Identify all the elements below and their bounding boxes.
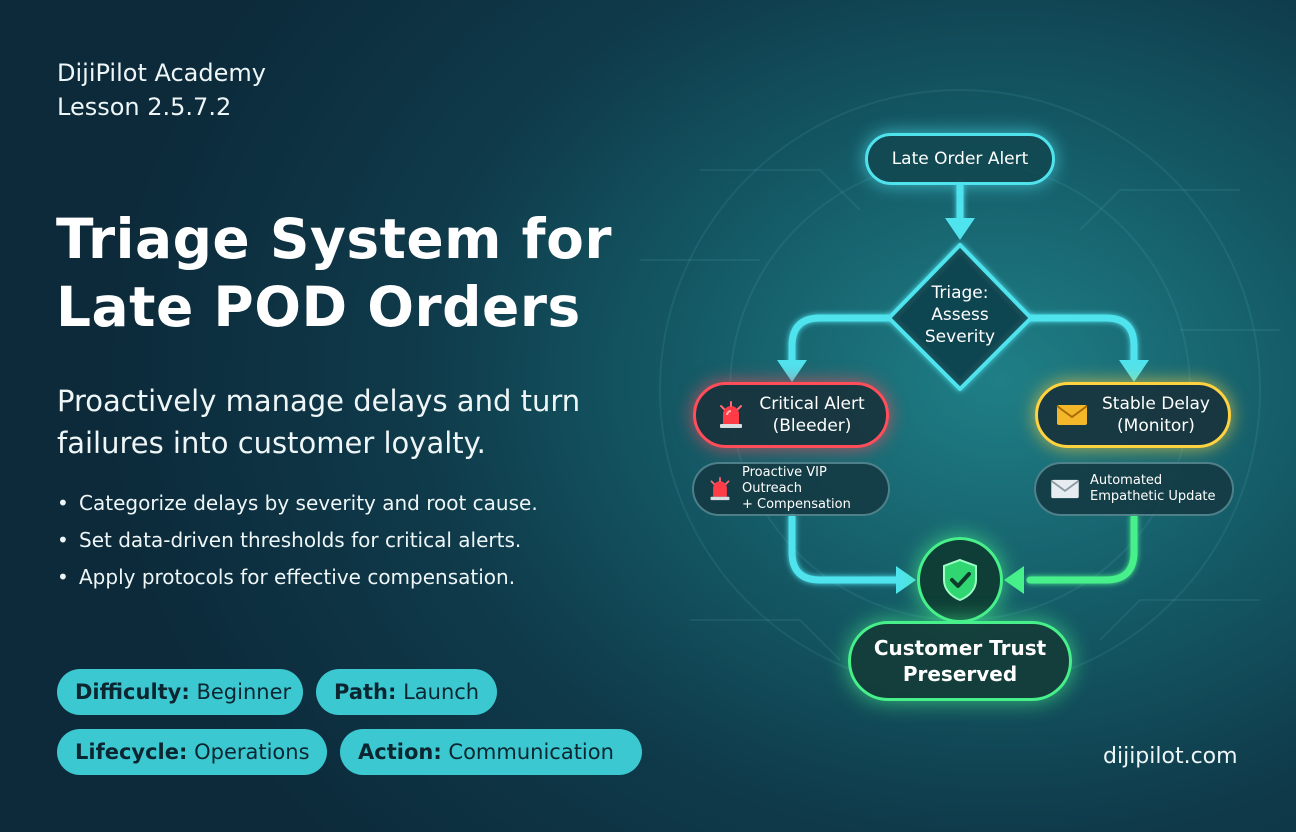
title-line-1: Triage System for <box>56 207 612 271</box>
objective-item: Categorize delays by severity and root c… <box>57 485 538 522</box>
tag-lifecycle: Lifecycle: Operations <box>57 729 327 775</box>
shield-check-icon <box>943 558 977 602</box>
tag-key: Action: <box>358 740 442 764</box>
connector-auto-end <box>1026 513 1138 584</box>
envelope-icon <box>1050 479 1080 499</box>
objectives-list: Categorize delays by severity and root c… <box>57 485 538 596</box>
tag-value: Launch <box>403 680 480 704</box>
vip-line-2: + Compensation <box>742 497 851 512</box>
title-line-2: Late POD Orders <box>56 275 581 339</box>
tag-value: Operations <box>194 740 310 764</box>
connector-vip-end <box>788 513 904 584</box>
critical-line-2: (Bleeder) <box>772 416 852 436</box>
node-critical-alert: Critical Alert (Bleeder) <box>693 382 889 448</box>
critical-line-1: Critical Alert <box>759 394 865 414</box>
vip-line-1: Proactive VIP Outreach <box>742 465 827 496</box>
node-late-order-alert: Late Order Alert <box>865 133 1055 185</box>
node-customer-trust: Customer Trust Preserved <box>848 621 1072 701</box>
site-url: dijipilot.com <box>1103 744 1238 769</box>
arrowhead <box>1119 360 1149 382</box>
objective-item: Apply protocols for effective compensati… <box>57 559 538 596</box>
connector-triage-critical <box>788 314 894 372</box>
academy-name: DijiPilot Academy <box>57 59 266 87</box>
arrowheads <box>777 218 1149 594</box>
triage-line-2: Assess <box>931 305 989 325</box>
node-triage: Triage: Assess Severity <box>890 282 1030 354</box>
tag-path: Path: Launch <box>316 669 497 715</box>
tag-value: Beginner <box>196 680 292 704</box>
page-subtitle: Proactively manage delays and turn failu… <box>57 384 581 460</box>
objective-item: Set data-driven thresholds for critical … <box>57 522 538 559</box>
triage-line-1: Triage: <box>931 283 989 303</box>
tag-action: Action: Communication <box>340 729 642 775</box>
tag-value: Communication <box>448 740 614 764</box>
arrowhead <box>945 218 975 240</box>
stable-line-1: Stable Delay <box>1101 394 1210 414</box>
triage-diamond <box>887 243 1033 391</box>
node-automated-update: Automated Empathetic Update <box>1034 462 1234 516</box>
tag-key: Path: <box>334 680 397 704</box>
auto-line-1: Automated <box>1090 473 1163 488</box>
tag-difficulty: Difficulty: Beginner <box>57 669 303 715</box>
envelope-icon <box>1056 405 1088 425</box>
connector-triage-stable <box>1026 314 1138 372</box>
arrowhead <box>896 566 916 594</box>
triage-line-3: Severity <box>924 327 996 347</box>
tag-key: Difficulty: <box>75 680 190 704</box>
page-title: Triage System for Late POD Orders <box>56 205 696 341</box>
siren-icon <box>710 477 730 501</box>
lesson-number: Lesson 2.5.7.2 <box>57 93 232 121</box>
stable-line-2: (Monitor) <box>1117 416 1195 436</box>
siren-icon <box>720 401 743 428</box>
node-stable-delay: Stable Delay (Monitor) <box>1035 382 1231 448</box>
arrowhead <box>1004 566 1024 594</box>
end-line-1: Customer Trust <box>873 636 1047 660</box>
node-vip-outreach: Proactive VIP Outreach + Compensation <box>692 462 890 516</box>
end-line-2: Preserved <box>902 662 1018 686</box>
shield-badge <box>917 537 1003 623</box>
auto-line-2: Empathetic Update <box>1090 489 1216 504</box>
brand-block: DijiPilot Academy Lesson 2.5.7.2 <box>57 56 266 124</box>
arrowhead <box>777 360 807 382</box>
tag-key: Lifecycle: <box>75 740 188 764</box>
